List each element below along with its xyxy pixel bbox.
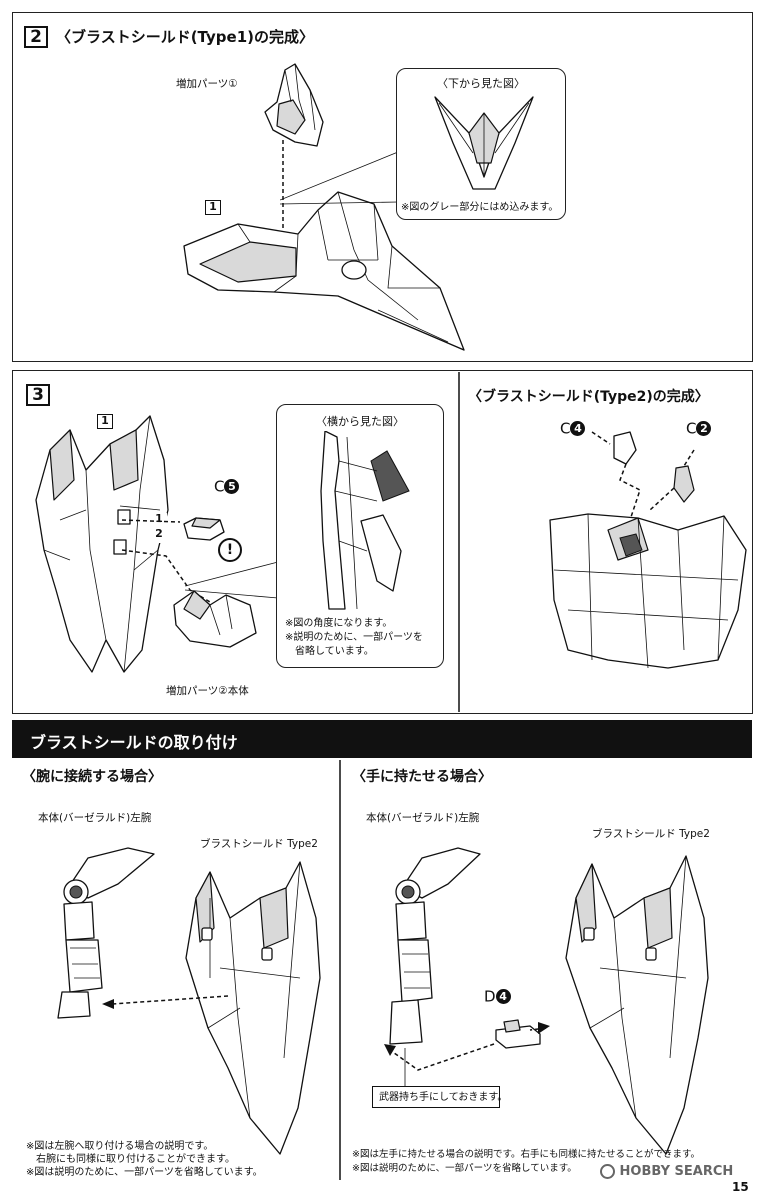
step3-number: 3 [26, 384, 50, 406]
attach-header: ブラストシールドの取り付け [30, 733, 238, 752]
part-c2-letter: C [686, 419, 697, 438]
type2-shield-illustration [549, 513, 747, 669]
step3-shield-illustration [35, 415, 169, 673]
hand-note-leader [404, 1048, 406, 1086]
page-number: 15 [732, 1180, 749, 1194]
attach-header-bar: ブラストシールドの取り付け [12, 720, 752, 758]
step2-box-label: 1 [205, 200, 221, 215]
hand-dash-arrows [384, 1022, 550, 1071]
part-c4-letter: C [560, 419, 571, 438]
step3-c5-part-illustration [183, 517, 225, 541]
step3-panel [12, 370, 753, 714]
hand-note-1: ※図は左手に持たせる場合の説明です。右手にも同様に持たせることができます。 [352, 1149, 701, 1160]
step3-callout-pointer [185, 561, 279, 599]
hand-note-text: 武器持ち手にしておきます。 [379, 1092, 508, 1103]
arm-note-3: ※図は説明のために、一部パーツを省略しています。 [26, 1167, 263, 1178]
arm-title: 〈腕に接続する場合〉 [22, 769, 162, 785]
arm-body-label: 本体(バーゼラルド)左腕 [38, 812, 152, 824]
hand-note-box: 武器持ち手にしておきます。 [372, 1086, 507, 1108]
step3-callout-note-2: ※説明のために、一部パーツを [285, 632, 423, 643]
step3-warning: ! [218, 538, 242, 562]
hand-shield-label: ブラストシールド Type2 [592, 828, 710, 840]
arm-shield-label: ブラストシールド Type2 [200, 838, 318, 850]
step3-dash-lines [121, 519, 221, 609]
step2-bottom-view-illustration [434, 96, 534, 190]
step2-callout-note: ※図のグレー部分にはめ込みます。 [401, 202, 559, 213]
step3-pointer-1: 1 [151, 513, 167, 528]
hand-title: 〈手に持たせる場合〉 [352, 769, 492, 785]
type2-parts-illustration [591, 431, 695, 521]
watermark-icon [600, 1164, 615, 1179]
step2-callout-title: 〈下から見た図〉 [437, 77, 525, 90]
hand-note-2: ※図は説明のために、一部パーツを省略しています。 [352, 1163, 577, 1174]
part-c4-number: 4 [570, 421, 586, 436]
hand-body-label: 本体(バーゼラルド)左腕 [366, 812, 480, 824]
step3-divider [458, 372, 460, 712]
arm-shield-illustration [185, 861, 321, 1155]
step2-shield-illustration [183, 191, 465, 351]
part-d4-letter: D [484, 987, 496, 1006]
hand-body-illustration [389, 847, 481, 1045]
arm-note-1: ※図は左腕へ取り付ける場合の説明です。 [26, 1141, 214, 1152]
part-c5-number: 5 [224, 479, 240, 494]
step3-callout-note-3: 省略しています。 [285, 646, 374, 657]
hand-shield-illustration [565, 855, 709, 1155]
watermark-text: HOBBY SEARCH [619, 1164, 734, 1179]
hand-d4-part-illustration [495, 1019, 541, 1049]
step2-part1-illustration [264, 63, 324, 147]
part-c2-number: 2 [696, 421, 712, 436]
step3-part-label: 増加パーツ②本体 [166, 685, 249, 697]
step3-part2-illustration [173, 590, 257, 648]
attach-divider [339, 760, 341, 1180]
step2-callout: 〈下から見た図〉 ※図のグレー部分にはめ込みます。 [396, 68, 566, 220]
step3-callout-title: 〈横から見た図〉 [316, 415, 404, 428]
step2-number: 2 [24, 26, 48, 48]
step3-callout-note-1: ※図の角度になります。 [285, 618, 393, 629]
step2-title: 〈ブラストシールド(Type1)の完成〉 [56, 28, 314, 46]
type2-title: 〈ブラストシールド(Type2)の完成〉 [468, 389, 709, 405]
part-c5-letter: C [214, 477, 225, 496]
arm-body-illustration [57, 847, 155, 1019]
step3-callout: 〈横から見た図〉 ※図の角度になります。 ※説明のために、一部パーツを 省略して… [276, 404, 444, 668]
watermark: HOBBY SEARCH [600, 1164, 733, 1179]
arm-note-2: 右腕にも同様に取り付けることができます。 [26, 1154, 235, 1165]
step2-panel [12, 12, 753, 362]
step3-pointer-2: 2 [151, 528, 167, 543]
step2-callout-pointer [280, 151, 399, 205]
part-d4-number: 4 [495, 989, 511, 1004]
arm-dash-arrow [102, 995, 229, 1009]
warning-icon: ! [218, 538, 242, 562]
step2-part-label: 増加パーツ① [176, 78, 238, 90]
step3-side-view-illustration [320, 431, 410, 610]
step3-box-label: 1 [97, 414, 113, 429]
